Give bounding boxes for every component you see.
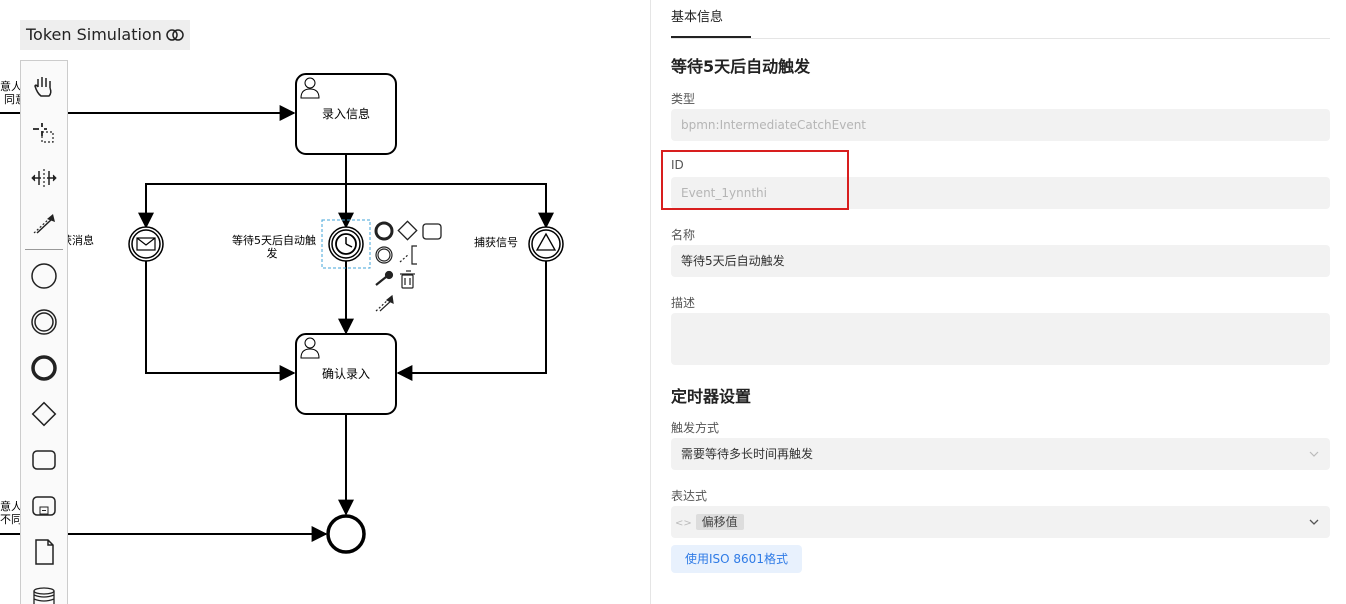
trigger-label: 触发方式	[671, 421, 720, 435]
task-icon[interactable]	[25, 441, 63, 479]
bpmn-canvas[interactable]: 录入信息 确认录入 获消息	[0, 0, 650, 604]
message-catch-event[interactable]	[128, 226, 164, 262]
envelope-icon	[136, 237, 156, 251]
description-label: 描述	[671, 296, 696, 310]
append-end-event-icon[interactable]	[374, 221, 394, 241]
tab-bar: 基本信息	[671, 0, 1330, 39]
properties-panel: 基本信息 等待5天后自动触发 类型 bpmn:IntermediateCatch…	[651, 0, 1346, 604]
gateway-icon[interactable]	[25, 395, 63, 433]
description-field[interactable]	[671, 313, 1330, 365]
flow-to-signal[interactable]	[346, 183, 554, 229]
data-store-icon[interactable]	[25, 579, 63, 604]
code-icon: <>	[675, 518, 692, 529]
trigger-select[interactable]: 需要等待多长时间再触发	[671, 438, 1330, 470]
token-simulation-toggle[interactable]: Token Simulation	[20, 20, 190, 50]
intermediate-event-icon[interactable]	[25, 303, 63, 341]
user-task-1[interactable]: 录入信息	[295, 73, 397, 155]
left-label-bottom-1: 意人	[0, 499, 22, 513]
token-simulation-label: Token Simulation	[26, 25, 162, 44]
id-label: ID	[671, 158, 684, 172]
start-event-icon[interactable]	[25, 257, 63, 295]
lasso-tool-icon[interactable]	[25, 113, 63, 151]
append-task-icon[interactable]	[422, 223, 442, 240]
connect-tool-icon[interactable]	[25, 205, 63, 243]
expression-label: 表达式	[671, 489, 708, 503]
clock-icon	[335, 233, 357, 255]
toggle-icon	[166, 29, 184, 41]
flow-to-message[interactable]	[138, 183, 346, 229]
signal-catch-event[interactable]	[528, 226, 564, 262]
user-task-1-label: 录入信息	[322, 106, 370, 121]
trigger-value: 需要等待多长时间再触发	[681, 447, 814, 461]
data-object-icon[interactable]	[25, 533, 63, 571]
message-event-label: 获消息	[61, 233, 94, 247]
hand-tool-icon[interactable]	[25, 67, 63, 105]
tool-palette	[20, 60, 68, 604]
user-icon	[300, 77, 320, 99]
id-field-highlight	[661, 150, 849, 210]
chevron-down-icon	[1308, 438, 1320, 482]
chevron-down-icon	[1308, 506, 1320, 550]
sequence-flows	[0, 105, 554, 542]
flow-signal-to-task2[interactable]	[396, 261, 547, 381]
user-task-2[interactable]: 确认录入	[295, 333, 397, 415]
append-gateway-icon[interactable]	[397, 220, 418, 241]
name-field[interactable]: 等待5天后自动触发	[671, 245, 1330, 277]
end-event-icon[interactable]	[25, 349, 63, 387]
wrench-icon[interactable]	[375, 270, 394, 286]
append-intermediate-event-icon[interactable]	[375, 246, 393, 264]
expression-select[interactable]: <> 偏移值	[671, 506, 1330, 538]
timer-catch-event[interactable]	[321, 219, 371, 269]
id-field[interactable]: Event_1ynnthi	[671, 177, 1330, 209]
diagram-svg: 录入信息 确认录入 获消息	[0, 73, 564, 554]
use-iso8601-button[interactable]: 使用ISO 8601格式	[671, 545, 802, 573]
triangle-signal-icon	[535, 232, 557, 251]
end-event[interactable]	[326, 514, 366, 554]
tab-basic-info[interactable]: 基本信息	[671, 0, 751, 38]
timer-section-title: 定时器设置	[671, 387, 752, 406]
text-annotation-icon[interactable]	[399, 245, 417, 265]
signal-event-label: 捕获信号	[474, 235, 518, 249]
flow-message-to-task2[interactable]	[145, 261, 296, 381]
subprocess-icon[interactable]	[25, 487, 63, 525]
offset-tag: 偏移值	[695, 514, 744, 530]
type-field: bpmn:IntermediateCatchEvent	[671, 109, 1330, 141]
user-task-2-label: 确认录入	[322, 367, 370, 381]
timer-event-label-line2: 发	[267, 246, 278, 260]
selection-outline	[321, 219, 371, 269]
connect-icon[interactable]	[375, 294, 394, 312]
trash-icon[interactable]	[400, 270, 415, 289]
user-icon	[300, 337, 320, 359]
left-label-top-1: 意人	[0, 79, 22, 93]
context-pad	[374, 220, 442, 312]
element-title: 等待5天后自动触发	[671, 57, 811, 76]
timer-event-label-line1: 等待5天后自动触	[232, 233, 316, 247]
type-label: 类型	[671, 92, 696, 106]
panel-divider[interactable]	[650, 0, 651, 604]
space-tool-icon[interactable]	[25, 159, 63, 197]
name-label: 名称	[671, 228, 696, 242]
left-label-bottom-2: 不同	[0, 513, 22, 526]
